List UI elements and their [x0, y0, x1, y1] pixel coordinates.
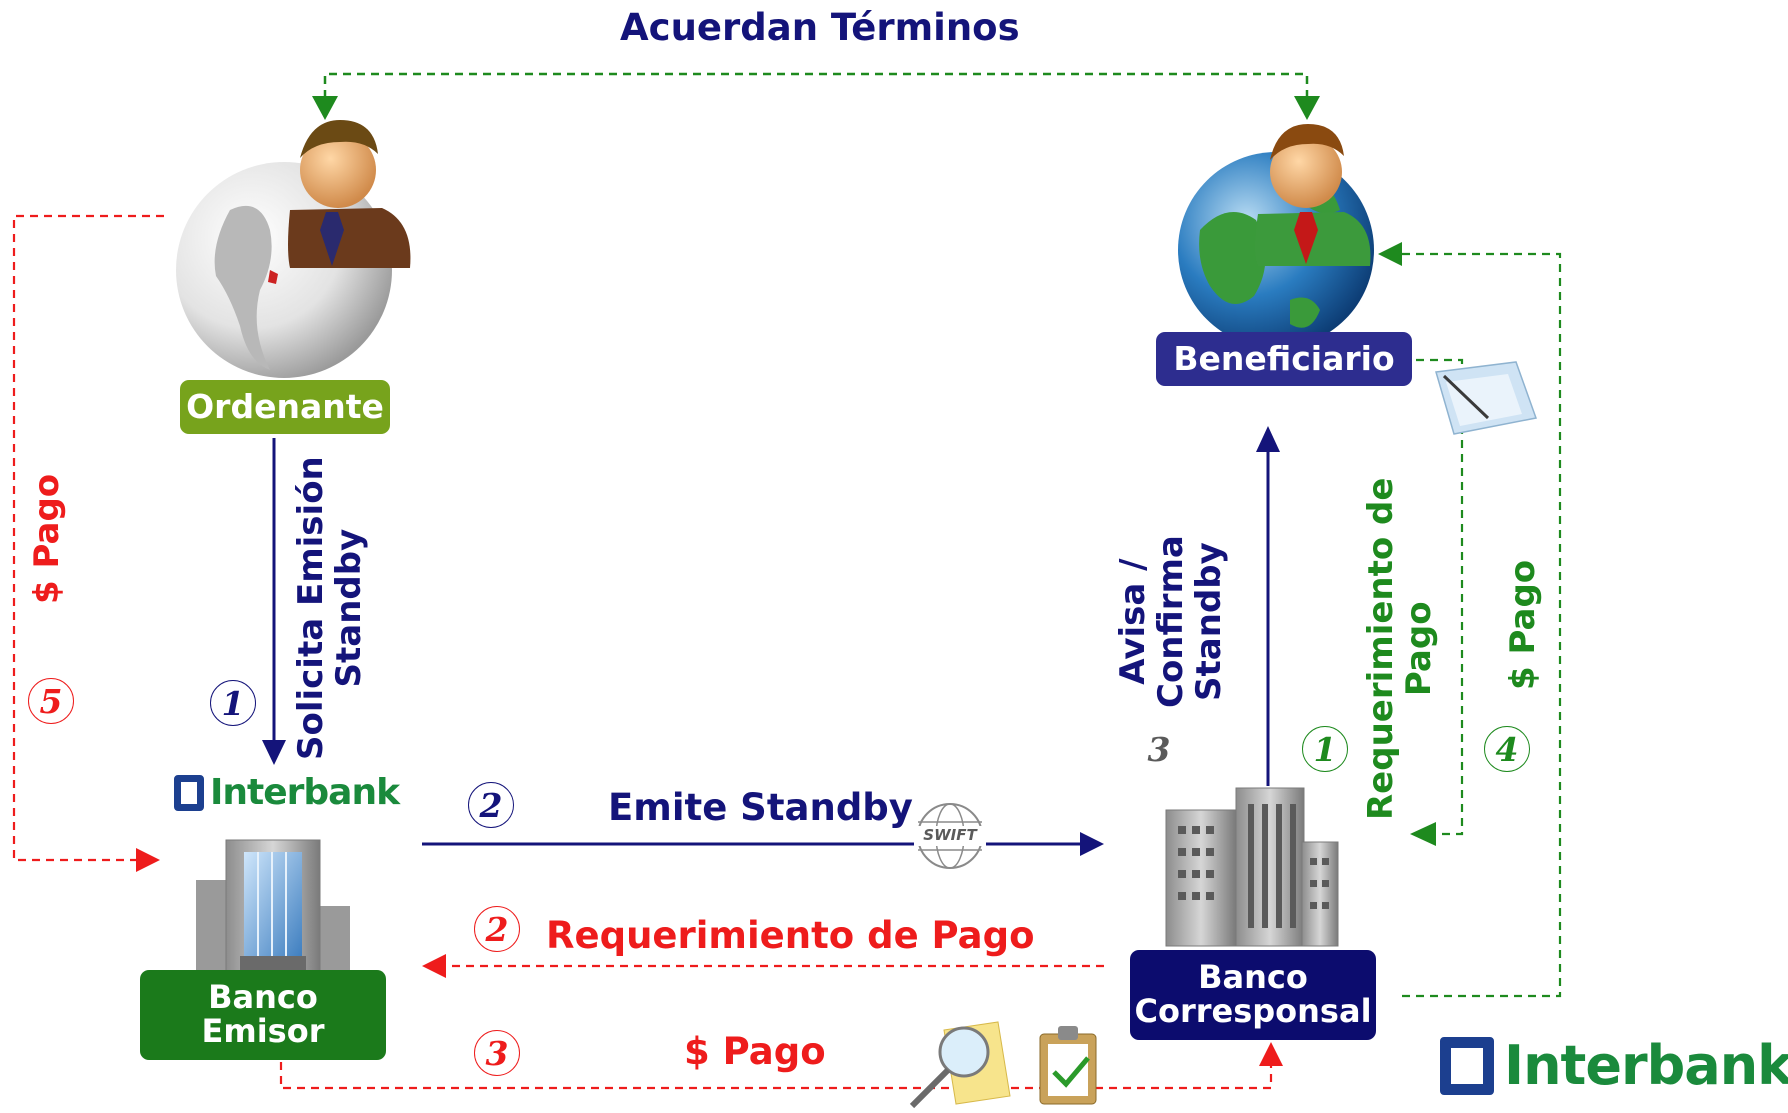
banco-corresponsal-building-icon: [1165, 787, 1339, 947]
arrowhead-emite: [1080, 832, 1104, 856]
arrowhead-pago-right: [1378, 242, 1402, 266]
solicita-label-line2: Standby: [329, 528, 370, 688]
pago-right-label: $ Pago: [1503, 559, 1543, 690]
banco-emisor-building-icon: [196, 839, 350, 973]
arrowhead-req-pago-bottom: [422, 954, 446, 978]
beneficiario-person-icon: [1255, 124, 1371, 266]
solicita-label: Solicita Emisión Standby: [291, 456, 370, 760]
interbank-logo-small: Interbank: [174, 772, 400, 813]
pago-left-label: $ Pago: [27, 473, 67, 604]
clipboard-check-icon: [1039, 1026, 1097, 1105]
avisa-label-line3: Standby: [1189, 542, 1230, 701]
avisa-label: Avisa / Confirma Standby: [1113, 535, 1230, 708]
banco-corresponsal-label-line1: Banco: [1198, 958, 1308, 997]
arrowhead-pago-bottom: [1259, 1042, 1283, 1066]
banco-corresponsal-box: Banco Corresponsal: [1130, 950, 1376, 1040]
interbank-mark-large-icon: [1440, 1036, 1494, 1095]
req-pago-bottom-label: Requerimiento de Pago: [546, 914, 1035, 957]
pago-bottom-label: $ Pago: [684, 1030, 826, 1073]
avisa-label-line2: Confirma: [1151, 535, 1192, 708]
step-4-pago-right: 4: [1484, 726, 1530, 772]
beneficiario-box: Beneficiario: [1156, 332, 1412, 386]
document-pen-icon: [1435, 361, 1537, 435]
step-2-emite: 2: [468, 782, 514, 828]
arrowhead-solicita: [262, 740, 286, 765]
interbank-mark-small-icon: [174, 774, 204, 811]
arrowhead-left-pago: [136, 848, 160, 872]
step-1-req-pago-right: 1: [1302, 726, 1348, 772]
req-pago-right-label: Requerimiento de Pago: [1361, 477, 1440, 820]
pago-right-line: [1398, 252, 1562, 998]
banco-corresponsal-label-line2: Corresponsal: [1134, 992, 1372, 1030]
banco-emisor-label-line2: Emisor: [201, 1012, 325, 1050]
pago-right-label-text: $ Pago: [1503, 559, 1543, 690]
arrowhead-req-pago-right: [1410, 822, 1436, 846]
pago-bottom-line: [279, 1062, 1273, 1090]
ordenante-person-icon: [288, 120, 411, 268]
magnifier-folder-icon: [909, 1021, 1011, 1109]
beneficiario-label: Beneficiario: [1173, 338, 1395, 378]
step-3-avisa: 3: [1147, 729, 1171, 769]
solicita-label-line1: Solicita Emisión: [291, 456, 331, 760]
step-3-pago: 3: [474, 1030, 520, 1076]
banco-emisor-box: Banco Emisor: [140, 970, 386, 1060]
step-5-pago-left: 5: [28, 678, 74, 724]
ordenante-label: Ordenante: [186, 386, 384, 426]
left-pago-loop: [12, 214, 164, 862]
arrowhead-beneficiario: [1294, 96, 1320, 120]
req-pago-right-label-line2: Pago: [1399, 601, 1440, 697]
arrowhead-avisa: [1256, 426, 1280, 452]
swift-label: SWIFT: [923, 826, 977, 844]
interbank-logo-large: Interbank: [1440, 1034, 1788, 1097]
arrowhead-ordenante: [312, 96, 338, 120]
ordenante-box: Ordenante: [180, 380, 390, 434]
req-pago-right-line: [1416, 358, 1464, 836]
banco-emisor-label-line1: Banco: [208, 978, 318, 1017]
title-acuerdan-terminos: Acuerdan Términos: [620, 6, 1020, 49]
avisa-label-line1: Avisa /: [1113, 558, 1153, 685]
interbank-logo-large-text: Interbank: [1504, 1034, 1788, 1097]
req-pago-right-label-line1: Requerimiento de: [1361, 477, 1401, 820]
swift-globe-icon: [914, 803, 986, 869]
interbank-logo-small-text: Interbank: [210, 772, 400, 813]
step-2-req-pago: 2: [474, 906, 520, 952]
step-1-solicita: 1: [210, 680, 256, 726]
acuerdan-terminos-connector: [323, 72, 1309, 112]
emite-standby-label: Emite Standby: [608, 786, 913, 829]
pago-left-label-text: $ Pago: [27, 473, 67, 604]
